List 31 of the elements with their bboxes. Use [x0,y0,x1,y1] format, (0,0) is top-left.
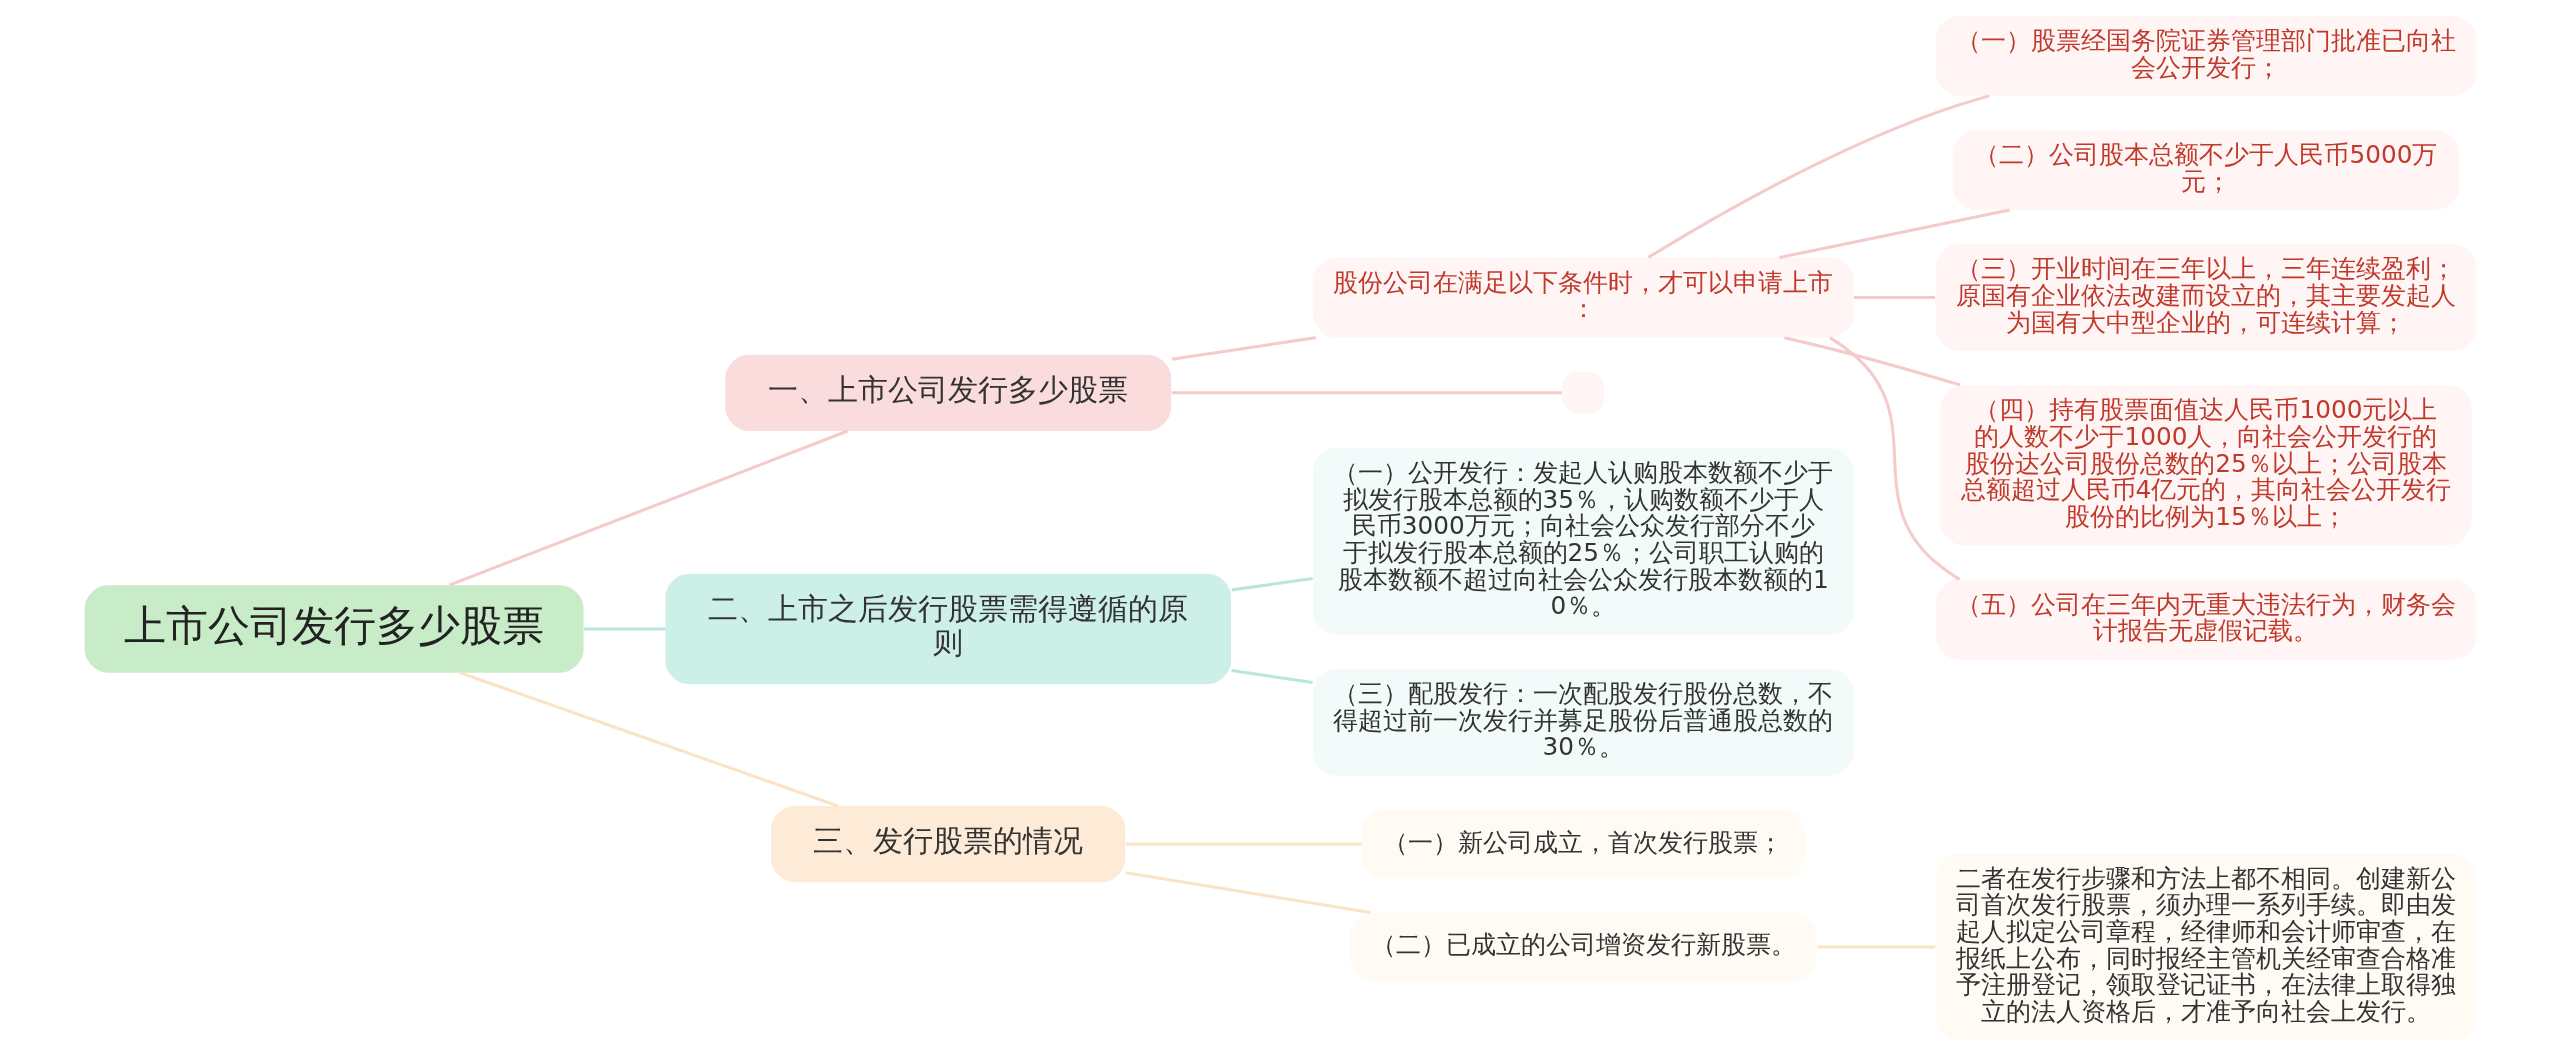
node-box: 二者在发行步骤和方法上都不相同。创建新公司首次发行股票，须办理一系列手续。即由发起人拟定公司章程，经律师和会计师审查，在报纸上公布，同时报经主管机关经审查合格准予注册登记，领取登记证书，在法律上取得独立的法人资格后，才准予向社会上发行。 [1935,853,2476,1041]
connector [1647,94,1990,259]
connector [459,671,839,808]
node-box: 股份公司在满足以下条件时，才可以申请上市： [1312,257,1854,338]
connector [448,429,848,587]
node-box: （四）持有股票面值达人民币1000元以上的人数不少于1000人，向社会公开发行的股份达公司股份总数的25％以上；公司股本总额超过人民币4亿元的，其向社会公开发行股份的比例为15％以上； [1939,385,2472,546]
connector [1230,669,1313,684]
connector [1828,336,1960,581]
node-box: （一）新公司成立，首次发行股票； [1360,809,1805,879]
connector [1816,945,1935,949]
node-box: （二）已成立的公司增资发行新股票。 [1349,912,1817,982]
connector [1171,336,1316,361]
connector [583,627,665,631]
node-box: （二）公司股本总额不少于人民币5000万元； [1952,130,2459,210]
connector [1783,336,1960,387]
node-box: 上市公司发行多少股票 [84,585,584,673]
connector [1853,296,1935,300]
connector [1778,208,2010,260]
node-box: 一、上市公司发行多少股票 [724,354,1171,431]
node-box: 二、上市之后发行股票需得遵循的原则 [664,573,1231,685]
connector [1125,842,1361,846]
node-box: 三、发行股票的情况 [770,806,1125,883]
node-box: （三）开业时间在三年以上，三年连续盈利；原国有企业依法改建而设立的，其主要发起人为国有大中型企业的，可连续计算； [1935,244,2476,351]
connector [1125,871,1371,915]
connector [1171,391,1562,395]
node-box: （五）公司在三年内无重大违法行为，财务会计报告无虚假记载。 [1935,579,2476,660]
node-box: （一）公开发行：发起人认购股本数额不少于拟发行股本总额的35％，认购数额不少于人民币3000万元；向社会公众发行部分不少于拟发行股本总额的25％；公司职工认购的股本数额不超过向社会公众发行股本数额的10％。 [1312,448,1854,635]
node-box [1561,371,1604,414]
node-box: （一）股票经国务院证券管理部门批准已向社会公开发行； [1935,15,2476,96]
node-box: （三）配股发行：一次配股发行股份总数，不得超过前一次发行并募足股份后普通股总数的30％。 [1312,668,1854,776]
connector [1230,577,1313,592]
